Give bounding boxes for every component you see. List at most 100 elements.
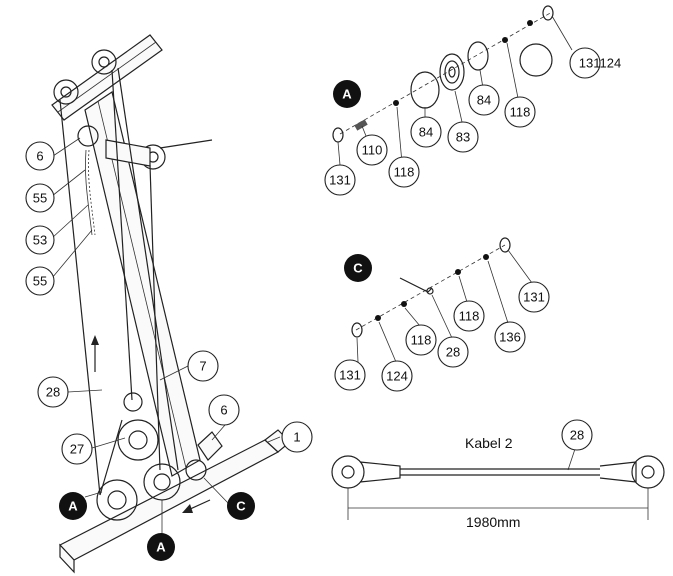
vertical-post: [84, 91, 201, 477]
detail-marker-c-bottom-label: C: [236, 499, 246, 514]
callout-1: [281, 421, 313, 453]
nut-118-c2: [455, 269, 461, 275]
cable-left: [59, 99, 101, 496]
cable-name: Kabel 2: [465, 435, 513, 451]
callout-55-bottom: [25, 266, 55, 296]
cable-eye-left: [331, 455, 365, 489]
washer-131-c2: [499, 237, 511, 253]
top-beam: [51, 34, 163, 121]
cable-2-drawing: Kabel 2 28 1980mm: [331, 419, 665, 530]
chain-53: [85, 149, 93, 236]
detail-marker-a-bottom-label: A: [156, 540, 166, 555]
callout-131-c2: [518, 281, 550, 313]
cable-end-28: [399, 277, 433, 293]
callout-84-a1-label: 84: [419, 125, 433, 140]
callout-28-c-label: 28: [446, 345, 460, 360]
callout-6-top: [25, 141, 55, 171]
washer-131-b: [542, 5, 554, 21]
callout-131-a1-label: 131: [329, 173, 351, 188]
detail-marker-c-main-label: C: [353, 261, 363, 276]
callout-131-c1: [334, 359, 366, 391]
pulley-a-left: [96, 479, 138, 521]
detail-a-axis: [339, 11, 553, 135]
callout-53-label: 53: [33, 233, 47, 248]
arrow-up-head: [91, 335, 99, 345]
top-pulley-right: [91, 49, 117, 75]
cable-length: 1980mm: [466, 514, 520, 530]
detail-marker-c-main: [344, 254, 372, 282]
callout-55-bottom-label: 55: [33, 274, 47, 289]
callout-28-main-label: 28: [46, 385, 60, 400]
callout-136: [494, 321, 526, 353]
callout-7-label: 7: [199, 359, 206, 374]
callout-84-a2-label: 84: [477, 93, 491, 108]
callout-131-a1: [324, 164, 356, 196]
callout-28-cable-label: 28: [570, 428, 584, 443]
callout-118-c1: [405, 324, 437, 356]
callout-110: [356, 134, 388, 166]
callout-6-bottom-label: 6: [220, 403, 227, 418]
callout-83-label: 83: [456, 130, 470, 145]
top-pulley-left: [53, 79, 79, 105]
cable-right: [117, 67, 179, 471]
callout-84-a2: [468, 84, 500, 116]
base-tube-end: [59, 543, 75, 574]
spacer-124-a: [519, 43, 553, 77]
detail-c-exploded-view: C 131 118 136 28 118 124 131: [334, 237, 550, 392]
pulley-c: [185, 459, 207, 481]
callout-28-main: [37, 376, 69, 408]
cable-out-right: [159, 139, 213, 149]
callout-131124: [569, 47, 601, 79]
callout-118-c2: [453, 300, 485, 332]
nut-124-c: [375, 315, 381, 321]
cable-ferrule-right: [599, 461, 637, 483]
callout-27-label: 27: [70, 442, 84, 457]
callout-27: [61, 433, 93, 465]
detail-marker-a-left-label: A: [68, 499, 78, 514]
bolt-136: [483, 254, 489, 260]
detail-marker-a-main: [333, 80, 361, 108]
detail-a-exploded-view: A 131 110 118 84 83 84 118 131124: [324, 5, 621, 196]
callout-28-cable: [561, 419, 593, 451]
callout-55-top: [25, 183, 55, 213]
bracket-pulley-6: [77, 125, 99, 147]
bracket-6-lower: [197, 431, 223, 461]
bolt-110: [354, 119, 368, 131]
pulley-27-large: [117, 419, 159, 461]
callout-131-c2-label: 131: [523, 290, 545, 305]
callout-136-label: 136: [499, 330, 521, 345]
callout-124-c: [381, 360, 413, 392]
callout-83: [447, 121, 479, 153]
pulley-83: [439, 53, 465, 91]
arrow-left-head: [182, 504, 193, 513]
callout-6-bottom: [208, 394, 240, 426]
callout-124-c-label: 124: [386, 369, 408, 384]
plate-84-a: [410, 71, 440, 109]
callout-7: [187, 350, 219, 382]
cable-eye-right: [631, 455, 665, 489]
nut-118-b: [502, 37, 508, 43]
washer-131-a: [332, 127, 344, 143]
washer-131-c1: [351, 322, 363, 338]
nut-118-c1: [401, 301, 407, 307]
callout-118-a2: [504, 96, 536, 128]
plate-84-b: [467, 41, 489, 71]
callout-118-c1-label: 118: [411, 333, 432, 348]
detail-marker-a-bottom: [147, 533, 175, 561]
cable-mid: [111, 69, 133, 401]
callout-118-a1: [388, 156, 420, 188]
pulley-27-small: [123, 392, 143, 412]
cable-ferrule-left: [359, 461, 401, 483]
callout-118-a1-label: 118: [394, 165, 415, 180]
nut-118-a: [393, 100, 399, 106]
callout-118-c2-label: 118: [459, 309, 480, 324]
callout-6-top-label: 6: [36, 149, 43, 164]
callout-53: [25, 225, 55, 255]
arrow-left: [187, 499, 211, 511]
callout-131-c1-label: 131: [339, 368, 361, 383]
callout-1-label: 1: [293, 430, 300, 445]
callout-84-a1: [410, 116, 442, 148]
callout-131124-label: 131124: [579, 56, 621, 71]
